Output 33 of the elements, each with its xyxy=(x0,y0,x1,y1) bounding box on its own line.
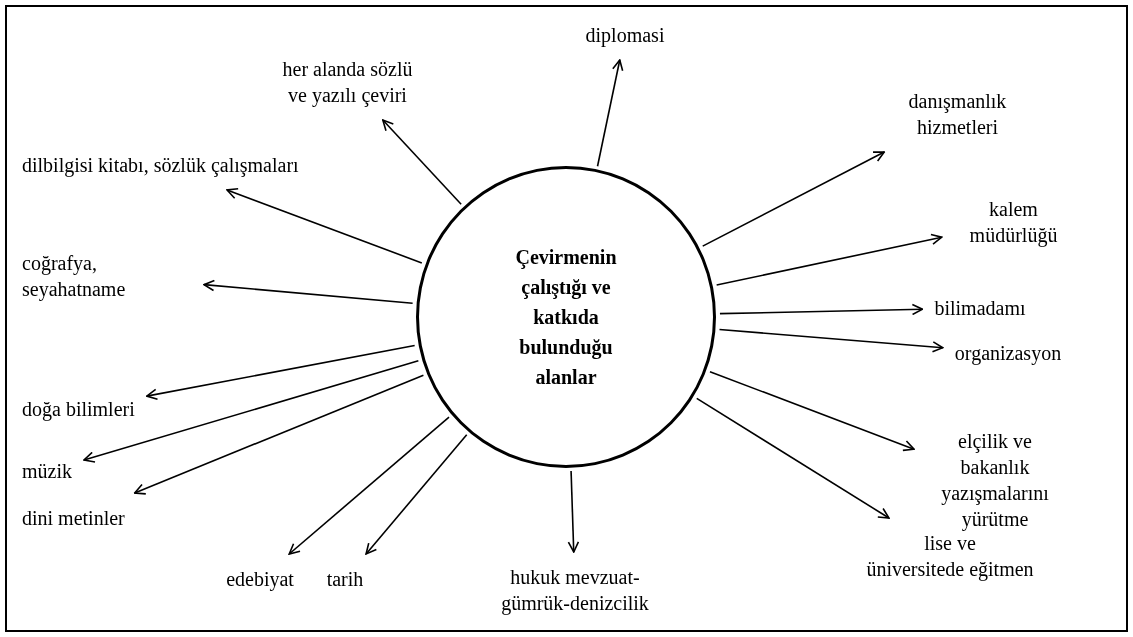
arrow xyxy=(567,470,580,553)
arrow xyxy=(226,188,423,264)
area-label: her alanda sözlü ve yazılı çeviri xyxy=(245,56,450,108)
arrow xyxy=(709,370,915,452)
area-label: dini metinler xyxy=(22,505,125,531)
area-label: organizasyon xyxy=(954,340,1062,366)
area-label: tarih xyxy=(326,566,364,592)
area-label: coğrafya, seyahatname xyxy=(22,250,192,302)
area-label: doğa bilimleri xyxy=(22,396,135,422)
center-title: Çevirmenin çalıştığı ve katkıda bulunduğu alanlar xyxy=(514,245,618,390)
area-label: dilbilgisi kitabı, sözlük çalışmaları xyxy=(22,152,299,178)
area-label: müzik xyxy=(22,458,72,484)
arrow xyxy=(715,233,943,286)
area-label: lise ve üniversitede eğitmen xyxy=(858,530,1042,582)
arrow xyxy=(695,397,890,519)
area-label: bilimadamı xyxy=(934,295,1026,321)
area-label: edebiyat xyxy=(226,566,294,592)
arrow xyxy=(145,344,416,400)
arrow xyxy=(596,59,624,168)
arrow xyxy=(288,416,450,555)
arrow xyxy=(701,151,885,247)
center-circle xyxy=(416,166,716,468)
area-label: hukuk mevzuat-gümrük-denizcilik xyxy=(440,564,710,616)
area-label: diplomasi xyxy=(585,22,665,48)
arrow xyxy=(83,360,420,463)
arrow xyxy=(382,119,462,205)
area-label: kalem müdürlüğü xyxy=(953,196,1074,248)
area-label: danışmanlık hizmetleri xyxy=(869,88,1046,140)
arrow xyxy=(718,328,944,353)
arrow xyxy=(365,433,468,555)
arrow xyxy=(719,303,924,316)
arrow xyxy=(203,279,414,305)
arrow xyxy=(133,374,425,495)
